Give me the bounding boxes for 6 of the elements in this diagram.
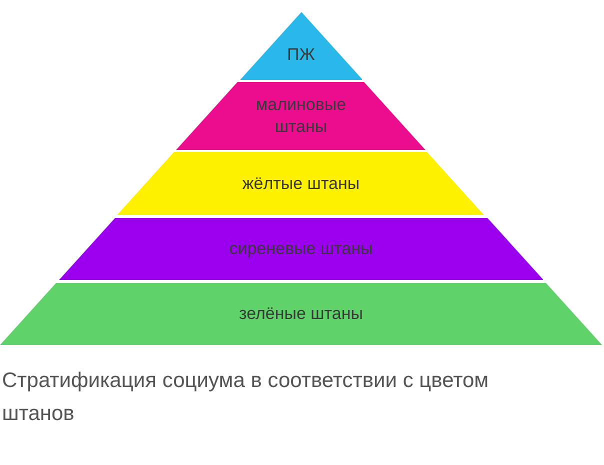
layer-label: жёлтые штаны <box>242 172 360 194</box>
caption: Стратификация социума в соответствии с цветом штанов <box>2 368 490 427</box>
layer-label: ПЖ <box>287 44 315 66</box>
layer-label: зелёные штаны <box>239 303 363 325</box>
layer-label: сиреневые штаны <box>229 238 373 260</box>
layer-label: малиновые штаны <box>254 94 348 138</box>
